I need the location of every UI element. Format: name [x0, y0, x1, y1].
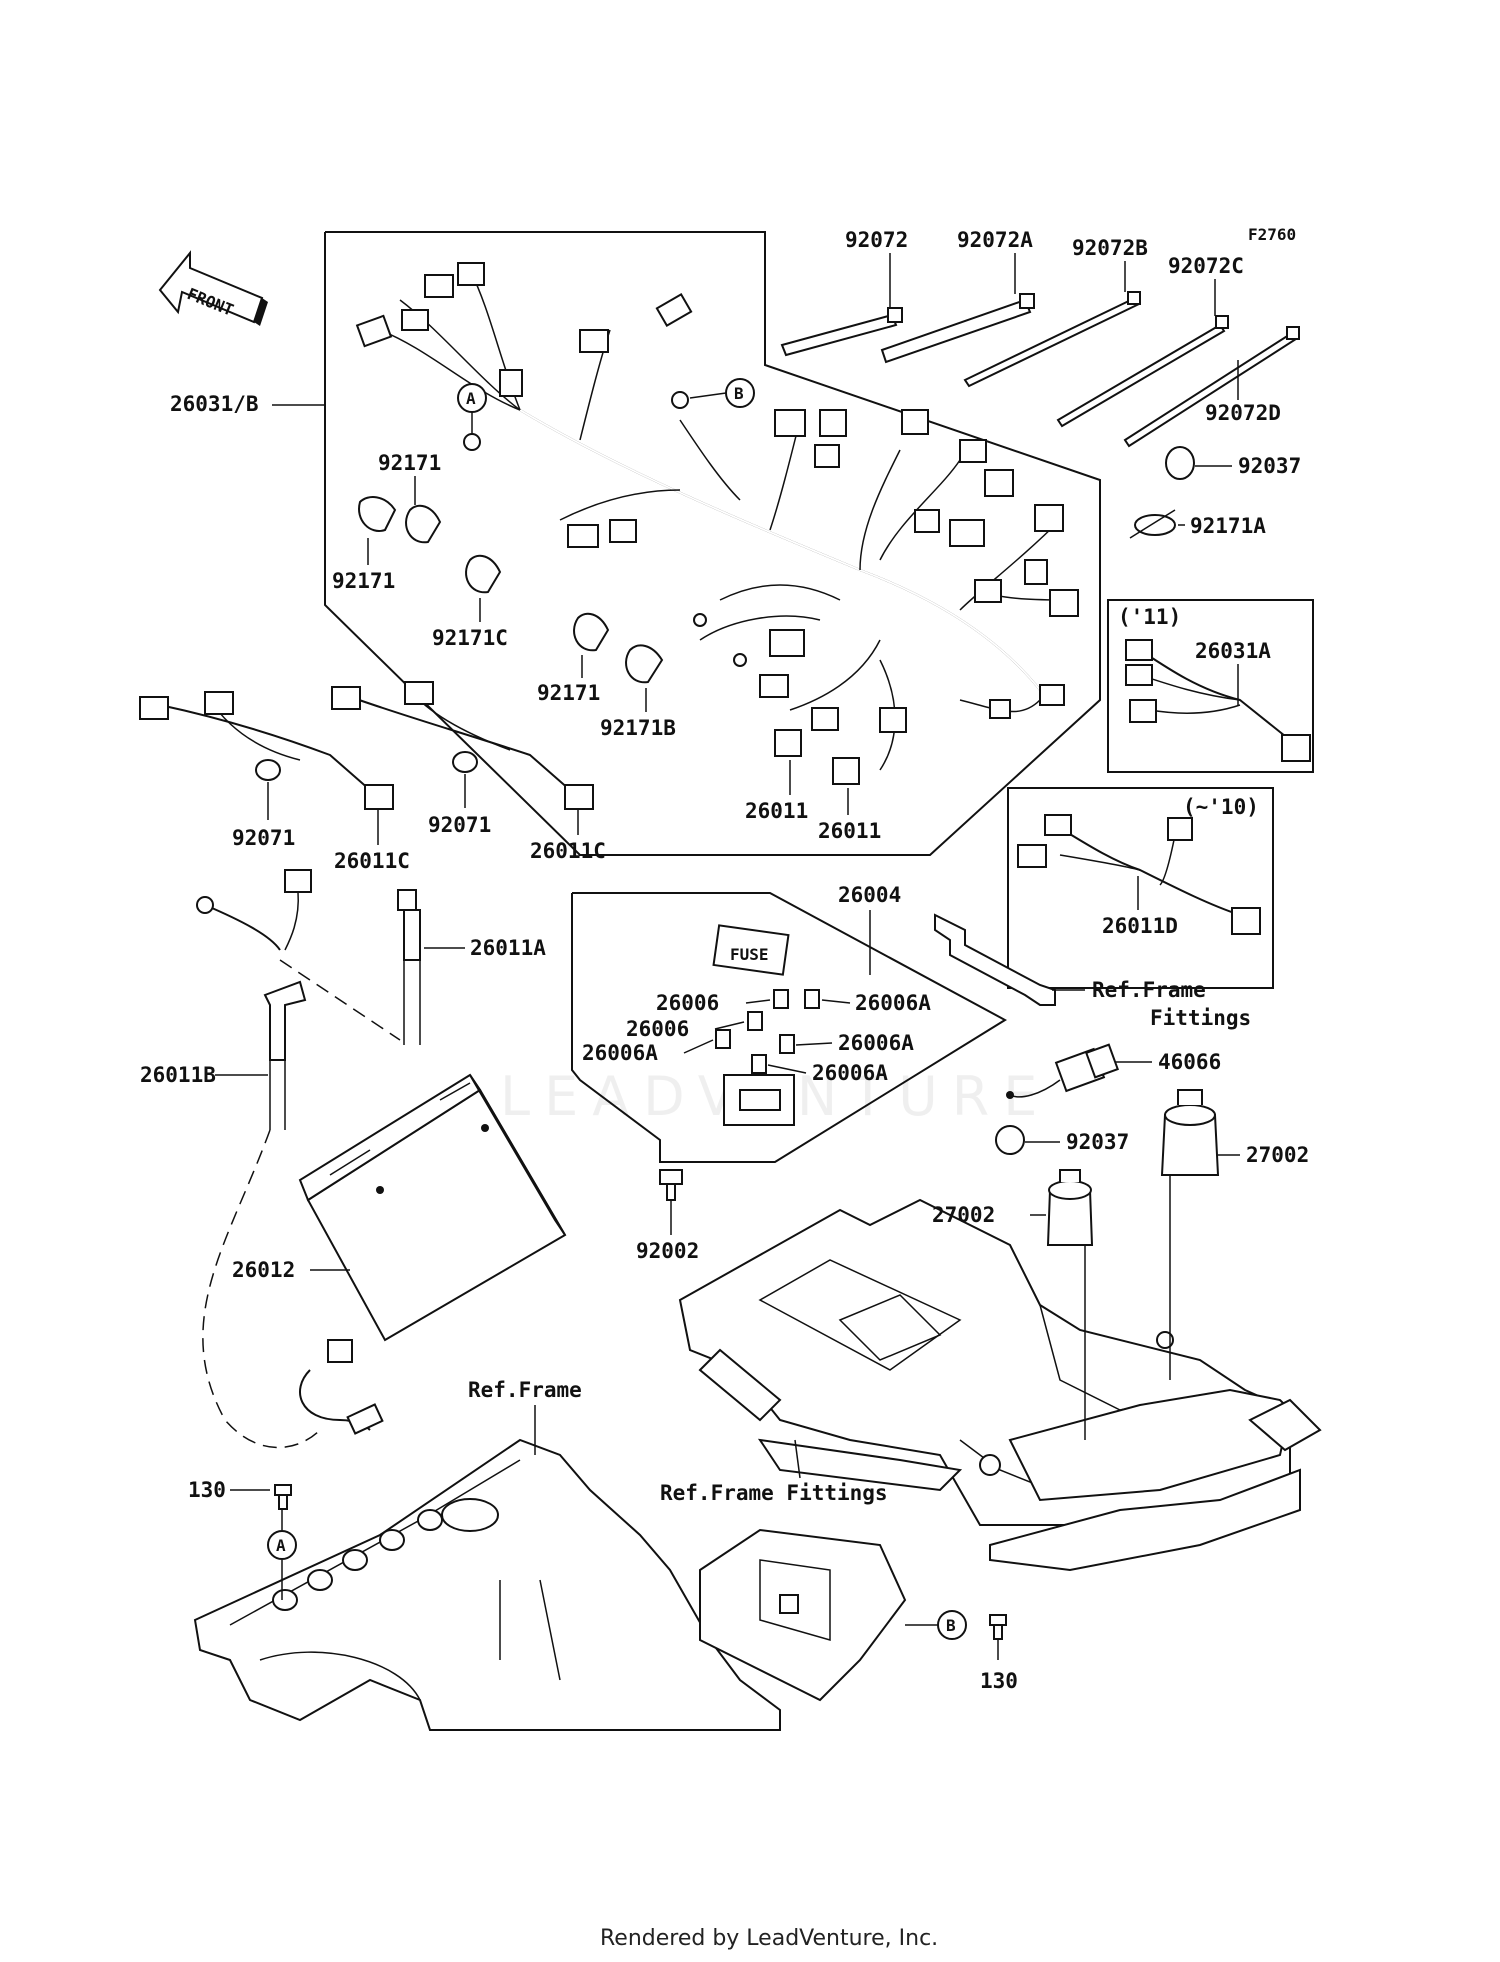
part-26011D: 26011D — [1102, 914, 1178, 938]
fuse-box-26004-group: 26004 FUSE 26006 26006 26006A 26006A 260… — [571, 883, 1007, 1263]
inset-26011D: (~'10) 26011D — [1007, 787, 1274, 989]
part-26006A-a: 26006A — [582, 1041, 658, 1065]
part-92171-b: 92171 — [332, 569, 395, 593]
part-130-a: 130 — [188, 1478, 226, 1502]
part-27002-b: 27002 — [932, 1203, 995, 1227]
cable-tie-labels: 92072 92072A 92072B 92072C 92072D — [845, 228, 1281, 425]
main-harness-labels: 26031/B 92171 92171 92171C 92171 92171B … — [170, 392, 881, 843]
battery-cable-26011B: 26011B — [140, 869, 401, 1449]
part-92002: 92002 — [636, 1239, 699, 1263]
main-wiring-harness — [355, 262, 1079, 785]
svg-text:A: A — [466, 389, 476, 408]
battery-cable-26011A: 26011A — [397, 889, 546, 1045]
part-26011C-a: 26011C — [334, 849, 410, 873]
part-26006A-d: 26006A — [812, 1061, 888, 1085]
part-92171B: 92171B — [600, 716, 676, 740]
ref-frame: Ref.Frame — [468, 1378, 582, 1402]
callout-a-top: A — [457, 383, 487, 434]
part-92072D: 92072D — [1205, 401, 1281, 425]
fuse-label: FUSE — [730, 945, 769, 964]
part-46066: 46066 — [1158, 1050, 1221, 1074]
front-arrow-icon: FRONT — [158, 250, 268, 326]
bolt-130-a: 130 A — [188, 1478, 297, 1600]
ref-frame-fittings-bottom: Ref.Frame Fittings — [660, 1481, 888, 1505]
battery-26012: 26012 — [232, 1073, 567, 1342]
part-92072C: 92072C — [1168, 254, 1244, 278]
year-11: ('11) — [1118, 605, 1181, 629]
bolt-130-b: 130 B — [905, 1610, 1018, 1693]
part-26006-a: 26006 — [656, 991, 719, 1015]
part-26006-b: 26006 — [626, 1017, 689, 1041]
battery-tray: Ref.Frame Fittings — [660, 1198, 1322, 1572]
cover-27002-a: 27002 — [1160, 1089, 1309, 1380]
part-92171-a: 92171 — [378, 451, 441, 475]
part-92072B: 92072B — [1072, 236, 1148, 260]
part-26031B: 26031/B — [170, 392, 259, 416]
svg-text:B: B — [734, 384, 744, 403]
ref-frame-fittings-top-2: Fittings — [1150, 1006, 1251, 1030]
part-92171C: 92171C — [432, 626, 508, 650]
harness-26011C-left: 92071 26011C — [139, 691, 410, 873]
clamp-92171-group — [358, 496, 664, 684]
clamp-92037-top: 92037 — [1165, 446, 1301, 480]
clamp-92037-mid: 92037 — [995, 1125, 1129, 1155]
part-92171A: 92171A — [1190, 514, 1266, 538]
part-92071-b: 92071 — [428, 813, 491, 837]
cable-band-92171A: 92171A — [1129, 509, 1266, 539]
part-92037-mid: 92037 — [1066, 1130, 1129, 1154]
part-92171-c: 92171 — [537, 681, 600, 705]
figure-id: F2760 — [1248, 225, 1296, 244]
harness-26011C-right: 92071 26011C — [331, 681, 606, 863]
part-92037-top: 92037 — [1238, 454, 1301, 478]
cable-ties — [780, 291, 1300, 448]
callout-b-bottom: B — [946, 1616, 956, 1635]
part-92072: 92072 — [845, 228, 908, 252]
part-26006A-b: 26006A — [855, 991, 931, 1015]
part-26004: 26004 — [838, 883, 901, 907]
part-130-b: 130 — [980, 1669, 1018, 1693]
ref-frame-fittings-top: Ref.Frame — [1092, 978, 1206, 1002]
year-10: (~'10) — [1183, 795, 1259, 819]
part-26012: 26012 — [232, 1258, 295, 1282]
relay-46066: 46066 — [1006, 1043, 1221, 1099]
part-92072A: 92072A — [957, 228, 1033, 252]
footer: Rendered by LeadVenture, Inc. — [600, 1926, 938, 1951]
part-27002-a: 27002 — [1246, 1143, 1309, 1167]
inset-26031A: ('11) 26031A — [1107, 599, 1314, 773]
callout-a-bottom: A — [276, 1536, 286, 1555]
part-26011A: 26011A — [470, 936, 546, 960]
part-26011B: 26011B — [140, 1063, 216, 1087]
part-92071-a: 92071 — [232, 826, 295, 850]
cover-27002-b: 27002 — [932, 1169, 1094, 1440]
part-26031A: 26031A — [1195, 639, 1271, 663]
part-26011-a: 26011 — [745, 799, 808, 823]
part-26006A-c: 26006A — [838, 1031, 914, 1055]
callout-b-top: B — [689, 378, 755, 408]
frame: Ref.Frame — [193, 1378, 907, 1731]
fuse-bracket: Ref.Frame Fittings — [934, 913, 1251, 1030]
part-26011C-b: 26011C — [530, 839, 606, 863]
part-26011-b: 26011 — [818, 819, 881, 843]
